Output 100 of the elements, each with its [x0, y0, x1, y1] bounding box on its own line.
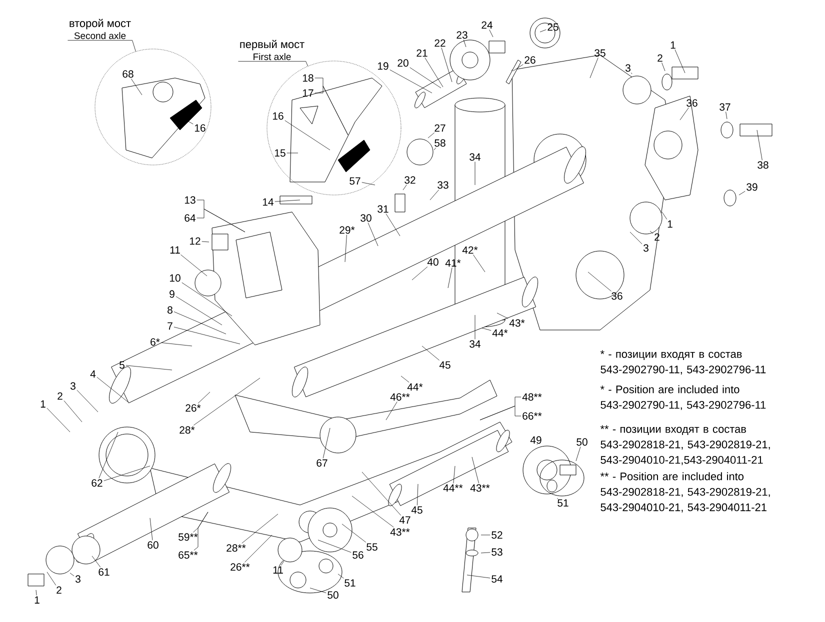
leader-line: [738, 191, 746, 196]
leader-line: [280, 560, 284, 566]
callout-number: 20: [398, 59, 408, 67]
leader-line: [46, 572, 56, 586]
callout-number: 35: [594, 49, 606, 57]
callout-number: 68: [122, 70, 134, 78]
detail-circle: [94, 48, 212, 166]
leader-line: [756, 130, 762, 160]
leader-line: [474, 162, 476, 186]
leader-line: [412, 266, 428, 280]
callout-number: 23: [456, 31, 468, 39]
leader-line: [480, 534, 490, 536]
leader-line: [186, 120, 194, 124]
callout-number: 3: [625, 64, 630, 72]
callout-number: 3: [643, 244, 648, 252]
leader-line: [68, 40, 136, 52]
leader-line: [472, 456, 479, 484]
callout-number: 26: [524, 56, 536, 64]
callout-number: 2: [58, 392, 62, 400]
callout-number: 19: [378, 62, 388, 70]
leader-line: [104, 466, 150, 481]
callout-number: 56: [352, 551, 364, 559]
leader-line: [402, 184, 407, 190]
leader-line: [150, 518, 153, 540]
callout-number: 17: [302, 89, 314, 97]
leader-line: [352, 496, 394, 528]
callout-number: 11: [170, 246, 180, 254]
leader-line: [428, 132, 435, 138]
leader-line: [46, 408, 70, 432]
callout-number: 57: [350, 177, 360, 185]
leader-line: [434, 148, 436, 150]
callout-number: 43*: [509, 319, 525, 327]
leader-line: [242, 514, 278, 544]
leader-line: [588, 272, 612, 292]
leader-line: [424, 58, 444, 88]
leader-line: [512, 64, 524, 72]
note-text: ** - Position are included into 543-2902818-21, 543-2902819-21, 543-2904010-21, 543-2904011-21: [600, 472, 770, 512]
leader-line: [674, 49, 686, 74]
leader-line: [96, 376, 128, 402]
leader-line: [480, 552, 490, 554]
callout-number: 45: [439, 361, 450, 369]
callout-number: 21: [416, 49, 428, 57]
callout-number: 13: [184, 196, 196, 204]
leader-line: [368, 222, 378, 246]
leader-line: [344, 234, 347, 262]
leader-line: [174, 326, 240, 344]
callout-number: 2: [56, 586, 62, 594]
leader-line: [416, 484, 418, 506]
leader-line: [362, 182, 376, 186]
callout-number: 50: [576, 438, 588, 446]
callout-number: 50: [328, 591, 338, 599]
callout-number: 24: [482, 21, 492, 29]
callout-number: 7: [168, 322, 172, 330]
callout-number: 36: [612, 292, 622, 300]
callout-number: 66**: [522, 412, 542, 420]
leader-line: [76, 390, 98, 412]
callout-number: 5: [120, 361, 124, 369]
callout-number: 1: [670, 41, 676, 49]
callout-number: 36: [686, 99, 698, 107]
callout-number: 43**: [390, 528, 410, 536]
callout-number: 62: [92, 479, 102, 487]
callout-number: 54: [492, 575, 502, 583]
leader-line: [441, 48, 452, 82]
leader-line: [576, 446, 581, 462]
leader-line: [362, 472, 402, 516]
callout-number: 34: [470, 153, 480, 161]
leader-line: [202, 241, 210, 242]
leader-line: [174, 312, 226, 334]
callout-number: 55: [366, 543, 378, 551]
callout-number: 52: [492, 531, 502, 539]
callout-number: 39: [746, 183, 758, 191]
leader-line: [274, 200, 300, 202]
callout-number: 41*: [445, 259, 461, 267]
leader-line: [466, 574, 490, 578]
callout-number: 6*: [150, 338, 160, 346]
leader-line: [453, 466, 456, 484]
callout-number: 9: [170, 290, 174, 298]
leader-line: [496, 312, 508, 319]
axle-title: первый мост First axle: [240, 40, 304, 60]
callout-number: 51: [558, 499, 568, 507]
leader-line: [338, 574, 344, 578]
leader-line: [410, 67, 442, 88]
callout-number: 67: [316, 459, 328, 467]
leader-line: [726, 112, 728, 120]
callout-number: 43**: [470, 484, 490, 492]
leader-line: [422, 346, 440, 360]
callout-number: 44*: [407, 383, 423, 391]
callout-number: 51: [344, 579, 356, 587]
leader-line: [70, 572, 74, 576]
callout-number: 58: [434, 139, 446, 147]
leader-line: [64, 400, 82, 422]
callout-number: 27: [434, 124, 446, 132]
leader-line: [196, 208, 246, 232]
callout-number: 1: [668, 220, 672, 228]
leader-line: [182, 282, 232, 316]
callout-number: 1: [34, 596, 40, 604]
leader-line: [430, 190, 440, 200]
callout-number: 59**: [178, 533, 198, 541]
note-text: * - Position are included into 543-2902790-11, 543-2902796-11: [600, 385, 766, 410]
callout-number: 32: [404, 176, 416, 184]
